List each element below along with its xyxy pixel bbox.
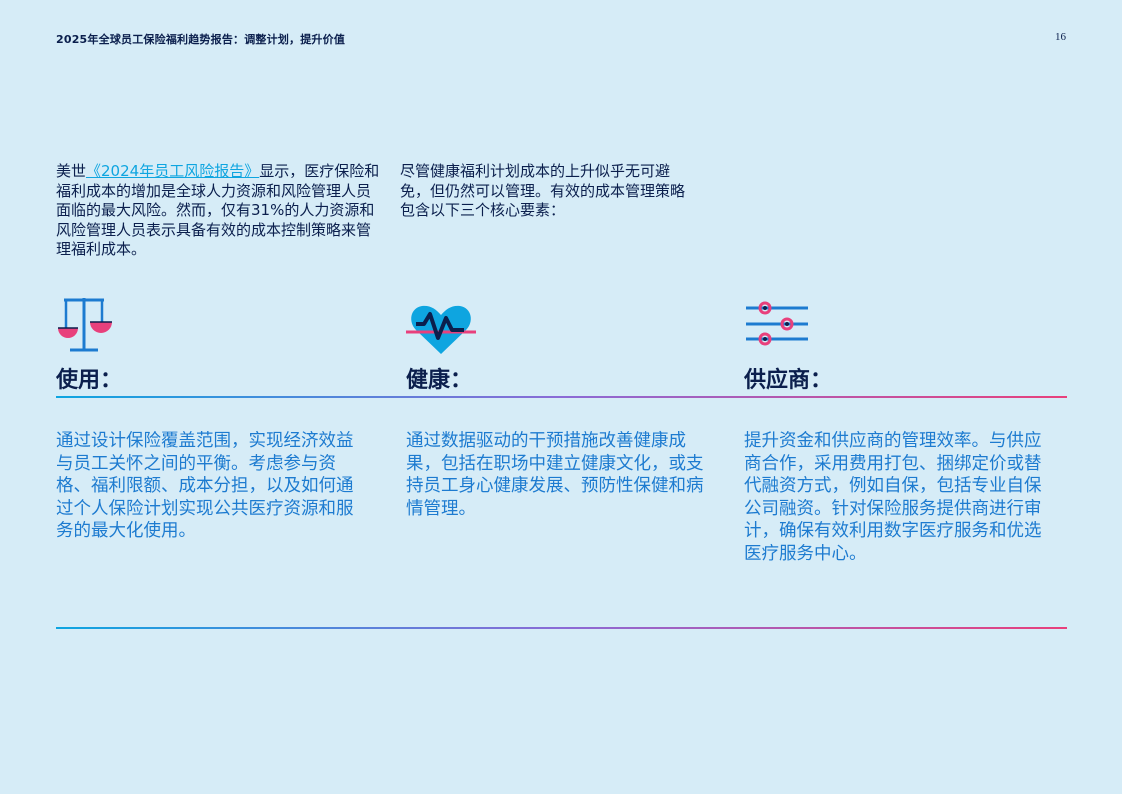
section-title-provider: 供应商： [744, 368, 833, 393]
section-body-provider: 提升资金和供应商的管理效率。与供应商合作，采用费用打包、捆绑定价或替代融资方式，… [744, 431, 1042, 564]
heart-pulse-icon [406, 305, 476, 354]
section-body-usage: 通过设计保险覆盖范围，实现经济效益与员工关怀之间的平衡。考虑参与资格、福利限额、… [56, 431, 354, 541]
risk-report-link[interactable]: 《2024年员工风险报告》 [86, 162, 260, 180]
top-divider [56, 396, 1067, 398]
page-number: 16 [1055, 31, 1066, 43]
section-title-usage: 使用： [56, 368, 123, 393]
sliders-icon [746, 301, 808, 346]
intro-suffix: 显示，医疗保险和福利成本的增加是全球人力资源和风险管理人员面临的最大风险。然而，… [56, 162, 380, 258]
intro-prefix: 美世 [56, 162, 87, 180]
section-title-health: 健康： [406, 368, 473, 393]
intro-paragraph-1: 美世《2024年员工风险报告》显示，医疗保险和福利成本的增加是全球人力资源和风险… [56, 162, 382, 260]
bottom-divider [56, 627, 1067, 629]
intro-paragraph-2: 尽管健康福利计划成本的上升似乎无可避免，但仍然可以管理。有效的成本管理策略包含以… [400, 162, 686, 219]
scale-icon [58, 298, 112, 352]
section-body-health: 通过数据驱动的干预措施改善健康成果，包括在职场中建立健康文化，或支持员工身心健康… [406, 431, 704, 519]
report-title: 2025年全球员工保险福利趋势报告：调整计划，提升价值 [56, 33, 346, 46]
